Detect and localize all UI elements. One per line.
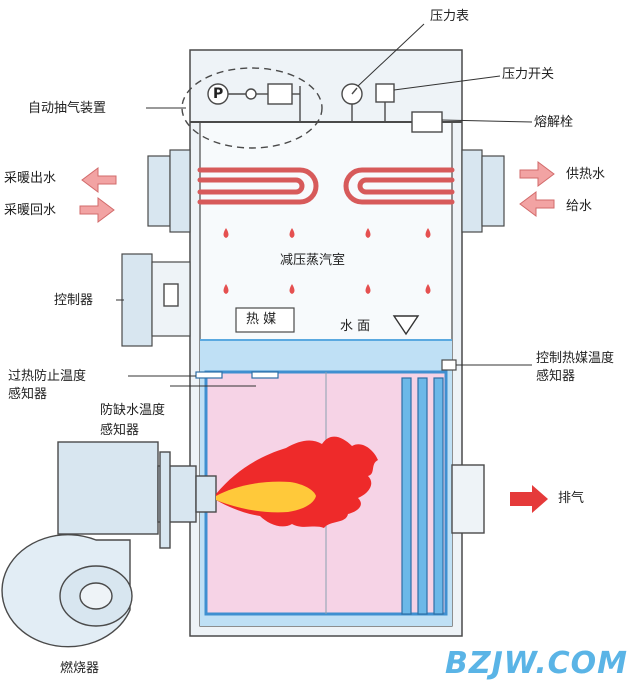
right-flange-inner: [461, 149, 483, 233]
right-flange-outer: [481, 155, 505, 227]
overheat-sensor: [195, 371, 223, 379]
flue-tube-1: [401, 377, 412, 615]
leader-lines: [116, 23, 533, 387]
label-pressure-gauge: 压力表: [430, 9, 470, 24]
low-water-sensor: [251, 371, 279, 379]
exhaust-port: [451, 464, 485, 534]
pressure-gauge-device: [341, 83, 363, 122]
label-burner: 燃烧器: [60, 661, 100, 676]
label-low-water-sensor-line2: 感知器: [100, 423, 140, 438]
pressure-switch-device: [375, 83, 395, 122]
pump-symbol: P: [213, 86, 224, 102]
water-feed-arrow: [519, 191, 555, 217]
controller-box: [121, 253, 153, 347]
hot-water-supply-arrow: [519, 161, 555, 187]
auto-deaerator-device: [207, 83, 301, 122]
label-auto-deaerator: 自动抽气装置: [28, 101, 107, 116]
label-water-level: 水 面: [340, 319, 371, 334]
blower-fan: [1, 534, 133, 648]
heating-return-arrow: [79, 197, 115, 223]
label-water-feed: 给水: [566, 199, 593, 214]
label-overheat-sensor-line2: 感知器: [8, 387, 48, 402]
heat-medium-box: [235, 307, 295, 333]
left-flange-outer: [147, 155, 171, 227]
label-controller: 控制器: [54, 293, 94, 308]
left-heat-coil: [197, 167, 319, 205]
right-heat-coil: [343, 167, 455, 205]
label-heat-medium: 热 媒: [246, 312, 277, 327]
label-overheat-sensor-line1: 过热防止温度: [8, 369, 87, 384]
label-heating-return: 采暖回水: [4, 203, 57, 218]
label-medium-temp-sensor-line2: 感知器: [536, 369, 576, 384]
left-flange-inner: [169, 149, 191, 233]
exhaust-arrow: [510, 485, 548, 513]
watermark-logo: BZJW.COM: [444, 646, 628, 681]
label-vacuum-steam-chamber: 减压蒸汽室: [280, 253, 346, 268]
fusible-plug-device: [411, 111, 443, 133]
label-pressure-switch: 压力开关: [502, 67, 555, 82]
burner-flame-inner: [216, 481, 316, 513]
label-exhaust: 排气: [558, 491, 585, 506]
heating-outlet-arrow: [81, 167, 117, 193]
label-fusible-plug: 熔解栓: [534, 115, 574, 130]
steam-drops: [223, 228, 431, 294]
label-heating-outlet: 采暖出水: [4, 171, 57, 186]
flue-tube-2: [417, 377, 428, 615]
flue-tube-3: [433, 377, 444, 615]
water-level-marker: [392, 315, 420, 336]
burner-assembly: [57, 441, 217, 549]
deaerator-dashed-outline: [181, 67, 323, 149]
label-medium-temp-sensor-line1: 控制热媒温度: [536, 351, 615, 366]
controller-indicator: [163, 283, 179, 307]
label-hot-water-supply: 供热水: [566, 167, 606, 182]
medium-temp-sensor: [441, 359, 457, 371]
label-low-water-sensor-line1: 防缺水温度: [100, 403, 166, 418]
